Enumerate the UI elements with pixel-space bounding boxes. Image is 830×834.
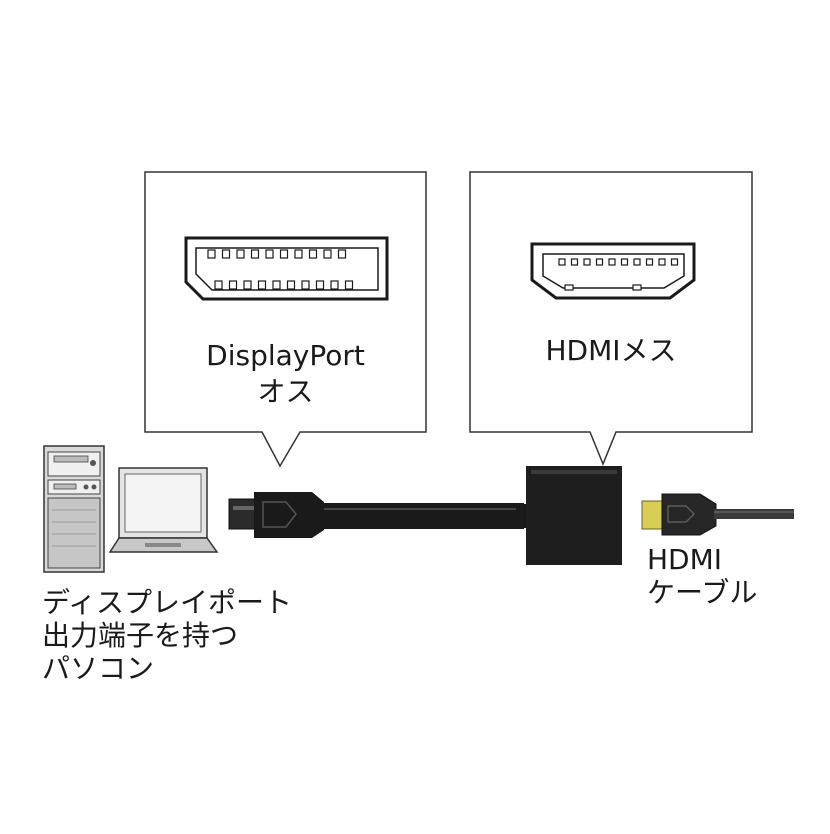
displayport-pin	[315, 280, 325, 290]
displayport-title: DisplayPort	[206, 339, 365, 372]
hdmi-pin	[632, 284, 642, 291]
hdmi-pin	[558, 258, 566, 266]
hdmi-pin	[620, 258, 629, 266]
displayport-pin	[236, 249, 245, 259]
desktop-tower-icon	[43, 445, 105, 573]
displayport-cable-line	[324, 503, 524, 529]
hdmi-pin	[658, 258, 666, 266]
hdmi-cable-label-line2: ケーブル	[647, 576, 758, 609]
pc-label-line1: ディスプレイポート	[42, 586, 293, 619]
pc-label-line2: 出力端子を持つ	[42, 619, 239, 652]
laptop-icon	[108, 467, 219, 553]
hdmi-pin	[564, 284, 574, 291]
hdmi-female-callout-text: HDMIメス	[470, 333, 752, 369]
displayport-pin	[323, 249, 332, 259]
displayport-pin	[330, 280, 339, 290]
hdmi-pin	[633, 258, 641, 266]
displayport-pin	[257, 280, 267, 290]
displayport-pin	[294, 249, 303, 259]
hdmi-cable-label: HDMI ケーブル	[647, 543, 757, 609]
hdmi-cable-line	[714, 509, 794, 519]
displayport-port-face-icon	[184, 236, 389, 301]
displayport-pin	[337, 249, 347, 259]
displayport-callout-bubble	[144, 171, 427, 468]
hdmi-pin	[670, 258, 679, 266]
hdmi-port-face-icon	[530, 242, 696, 300]
pc-label-line3: パソコン	[42, 652, 155, 685]
hdmi-cable-label-line1: HDMI	[647, 543, 723, 576]
displayport-pin	[265, 249, 274, 259]
displayport-pin	[301, 280, 310, 290]
displayport-pin	[207, 249, 216, 259]
displayport-pin	[279, 249, 289, 259]
hdmi-pin	[645, 258, 654, 266]
hdmi-plug-icon	[641, 493, 717, 536]
hdmi-adapter-icon	[516, 466, 622, 565]
pc-label: ディスプレイポート 出力端子を持つ パソコン	[42, 586, 292, 685]
hdmi-callout-bubble	[469, 171, 753, 466]
hdmi-pin	[608, 258, 616, 266]
displayport-pin	[308, 249, 318, 259]
displayport-pin	[250, 249, 260, 259]
displayport-pin	[214, 280, 223, 290]
displayport-pin	[228, 280, 238, 290]
displayport-subtitle: オス	[257, 375, 314, 408]
hdmi-pin	[583, 258, 591, 266]
displayport-pin	[221, 249, 231, 259]
displayport-callout-text: DisplayPort オス	[145, 338, 426, 410]
displayport-pin	[272, 280, 281, 290]
hdmi-female-title: HDMIメス	[545, 334, 677, 367]
displayport-pin	[344, 280, 354, 290]
displayport-pin	[243, 280, 252, 290]
hdmi-pin	[570, 258, 579, 266]
hdmi-pin	[595, 258, 604, 266]
displayport-pin	[286, 280, 296, 290]
displayport-plug-icon	[228, 492, 324, 538]
